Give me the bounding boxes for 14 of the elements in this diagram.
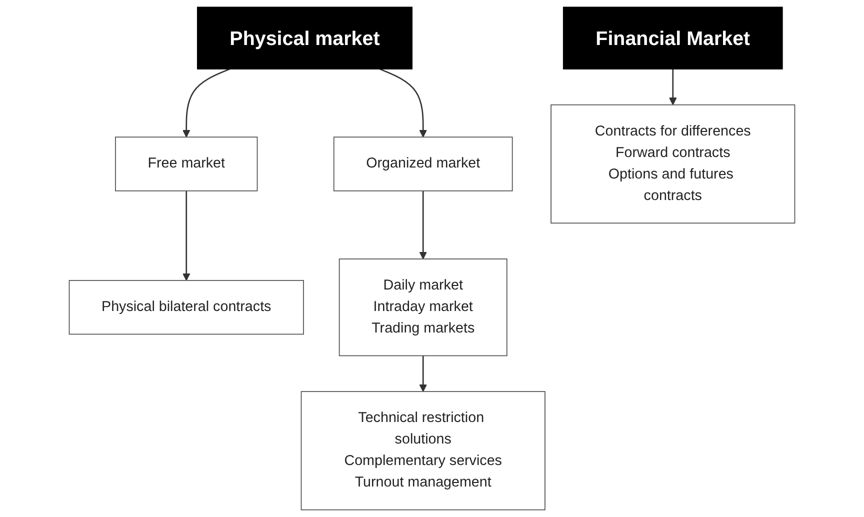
arrow xyxy=(419,356,428,392)
arrow xyxy=(379,68,428,138)
node-box: Financial Market xyxy=(562,6,783,70)
arrow xyxy=(419,190,428,260)
arrow xyxy=(182,68,230,138)
node-box: Physical market xyxy=(196,6,412,70)
arrow xyxy=(668,69,677,106)
node-box: Technical restriction solutions Complementary services Turnout management xyxy=(300,391,546,510)
node-box: Physical bilateral contracts xyxy=(68,280,304,335)
node-box: Free market xyxy=(115,136,258,192)
arrow xyxy=(182,190,190,281)
node-box: Daily market Intraday market Trading markets xyxy=(338,258,508,356)
node-box: Contracts for differences Forward contracts Options and futures contracts xyxy=(550,104,796,224)
node-box: Organized market xyxy=(333,136,513,192)
